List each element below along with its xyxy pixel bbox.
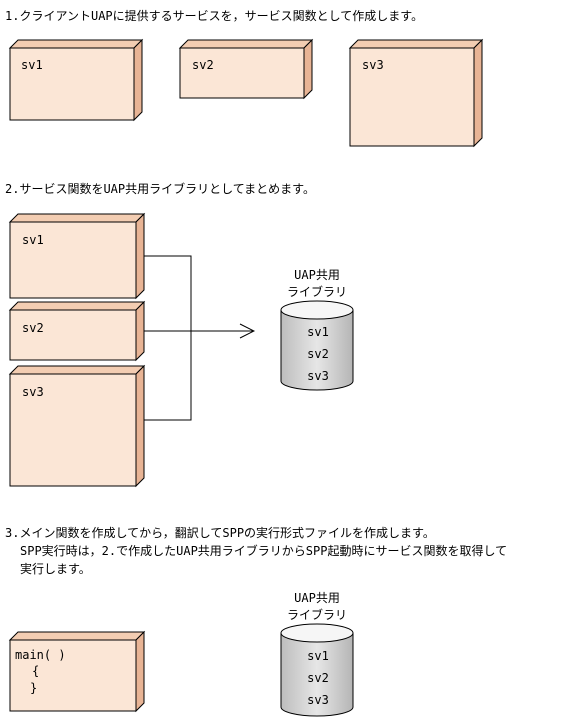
- sv3-label: sv3: [362, 58, 384, 72]
- main-code-line1: main( ): [15, 648, 66, 662]
- main-code-line3: }: [30, 681, 37, 695]
- step1-service-box-sv2: sv2: [178, 38, 314, 100]
- step2-library-item-sv2: sv2: [307, 347, 329, 361]
- step3-library-title-line2: ライブラリ: [287, 607, 347, 622]
- sv1-label: sv1: [21, 58, 43, 72]
- step2-caption: 2.サービス関数をUAP共用ライブラリとしてまとめます。: [5, 182, 315, 196]
- step2-service-box-sv2: sv2: [8, 300, 146, 362]
- step3-caption-line3: 実行します。: [20, 562, 91, 576]
- step3-caption-line2: SPP実行時は，2.で作成したUAP共用ライブラリからSPP起動時にサービス関数…: [20, 544, 508, 558]
- step3-main-box: main( ) { }: [8, 630, 146, 713]
- main-code-line2: {: [32, 664, 39, 678]
- sv2-label: sv2: [192, 58, 214, 72]
- step2-service-box-sv3: sv3: [8, 364, 146, 488]
- step1-service-box-sv1: sv1: [8, 38, 144, 122]
- step2-library-cylinder: sv1 sv2 sv3: [280, 300, 354, 391]
- step2-library-title-line1: UAP共用: [294, 268, 340, 282]
- step3-library-item-sv1: sv1: [307, 649, 329, 663]
- step2-sv1-label: sv1: [22, 233, 44, 247]
- step2-sv2-label: sv2: [22, 321, 44, 335]
- step3-caption-line1: 3.メイン関数を作成してから，翻訳してSPPの実行形式ファイルを作成します。: [5, 526, 435, 540]
- step3-library-cylinder: sv1 sv2 sv3: [280, 623, 354, 717]
- step3-library-item-sv2: sv2: [307, 671, 329, 685]
- step1-caption: 1.クライアントUAPに提供するサービスを，サービス関数として作成します。: [5, 9, 424, 23]
- step3-library-title-line1: UAP共用: [294, 591, 340, 605]
- step2-sv3-label: sv3: [22, 385, 44, 399]
- step2-service-box-sv1: sv1: [8, 212, 146, 300]
- step3-library-item-sv3: sv3: [307, 693, 329, 707]
- step2-library-item-sv3: sv3: [307, 369, 329, 383]
- step2-library-item-sv1: sv1: [307, 325, 329, 339]
- step2-library-title-line2: ライブラリ: [287, 284, 347, 299]
- step1-service-box-sv3: sv3: [348, 38, 484, 148]
- step2-connector: [144, 255, 256, 421]
